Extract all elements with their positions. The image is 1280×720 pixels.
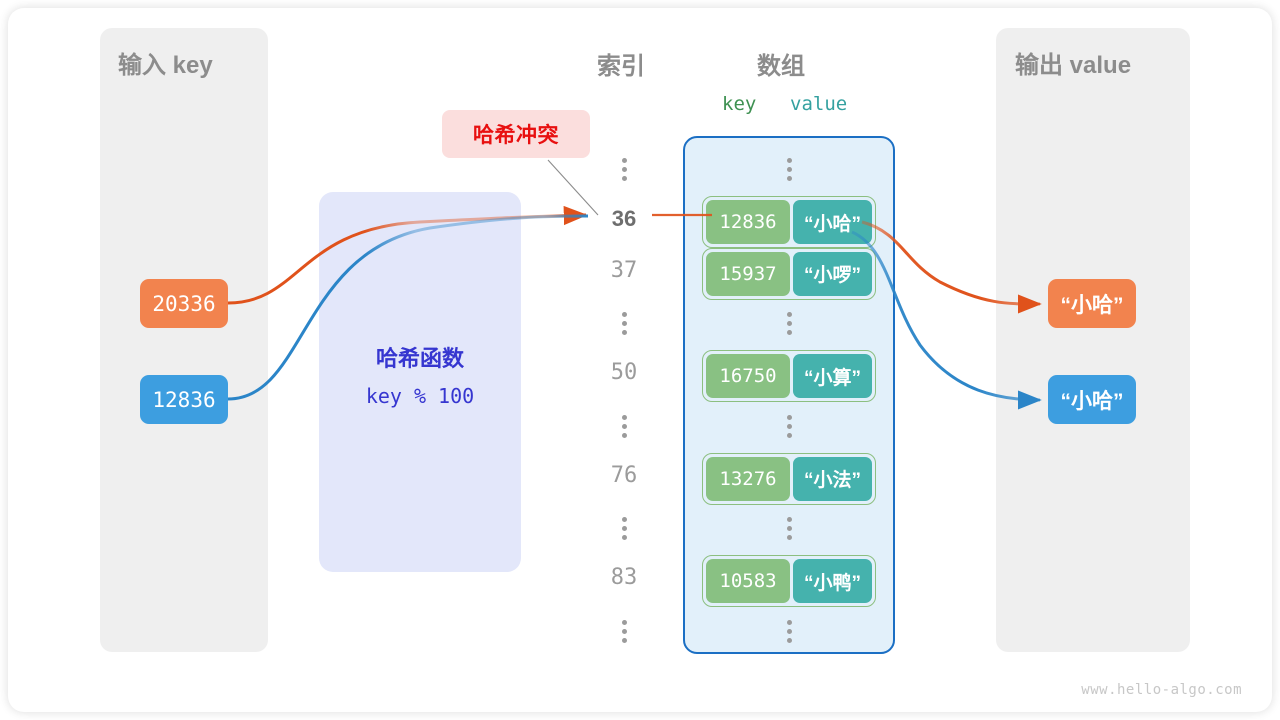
vertical-ellipsis-icon xyxy=(621,619,627,643)
output-panel-title: 输出 value xyxy=(1015,52,1132,79)
vertical-ellipsis-icon xyxy=(621,517,627,541)
array-bucket: 16750“小算” xyxy=(702,350,876,403)
index-ellipsis xyxy=(592,414,656,443)
index-ellipsis xyxy=(592,158,656,186)
bucket-key-cell: 16750 xyxy=(706,354,790,399)
array-bucket: 10583“小鸭” xyxy=(702,555,876,608)
index-label: 50 xyxy=(610,360,638,386)
bucket-value-cell: “小鸭” xyxy=(793,559,872,604)
array-ellipsis xyxy=(683,158,895,186)
index-label: 76 xyxy=(610,462,638,488)
index-ellipsis xyxy=(592,619,656,648)
key-subheader: key xyxy=(722,93,757,115)
hash-function-formula: key % 100 xyxy=(365,384,475,408)
output-value-pill: “小哈” xyxy=(1048,375,1136,424)
input-panel-title: 输入 key xyxy=(118,52,213,79)
output-value-pill: “小哈” xyxy=(1048,279,1136,328)
vertical-ellipsis-icon xyxy=(621,414,627,438)
vertical-ellipsis-icon xyxy=(786,619,792,643)
array-bucket: 13276“小法” xyxy=(702,452,876,505)
input-key-pill: 12836 xyxy=(140,375,228,424)
watermark: www.hello-algo.com xyxy=(1081,682,1242,698)
array-ellipsis xyxy=(683,414,895,443)
hash-function-title: 哈希函数 xyxy=(375,346,464,371)
bucket-key-cell: 12836 xyxy=(706,200,790,245)
vertical-ellipsis-icon xyxy=(786,311,792,335)
index-label: 37 xyxy=(610,257,638,283)
array-ellipsis xyxy=(683,517,895,545)
index-label-active: 36 xyxy=(611,206,637,232)
index-column-header: 索引 xyxy=(597,53,645,80)
input-key-pill: 20336 xyxy=(140,279,228,328)
hash-function-box xyxy=(319,192,521,572)
vertical-ellipsis-icon xyxy=(786,414,792,438)
array-bucket: 12836“小哈” xyxy=(702,196,876,249)
array-bucket: 15937“小啰” xyxy=(702,247,876,300)
array-ellipsis xyxy=(683,311,895,340)
input-panel xyxy=(100,28,268,652)
bucket-value-cell: “小啰” xyxy=(793,251,872,296)
bucket-value-cell: “小法” xyxy=(793,456,872,501)
vertical-ellipsis-icon xyxy=(786,517,792,541)
bucket-value-cell: “小哈” xyxy=(793,200,872,245)
bucket-key-cell: 15937 xyxy=(706,251,790,296)
output-panel xyxy=(996,28,1190,652)
vertical-ellipsis-icon xyxy=(621,158,627,181)
index-ellipsis xyxy=(592,311,656,340)
value-subheader: value xyxy=(790,93,848,115)
vertical-ellipsis-icon xyxy=(621,311,627,335)
bucket-key-cell: 13276 xyxy=(706,456,790,501)
index-label: 83 xyxy=(610,565,638,591)
hash-collision-badge: 哈希冲突 xyxy=(442,110,590,158)
array-column-header: 数组 xyxy=(757,53,805,80)
bucket-value-cell: “小算” xyxy=(793,354,872,399)
array-ellipsis xyxy=(683,619,895,648)
bucket-key-cell: 10583 xyxy=(706,559,790,604)
index-ellipsis xyxy=(592,517,656,545)
vertical-ellipsis-icon xyxy=(786,158,792,181)
